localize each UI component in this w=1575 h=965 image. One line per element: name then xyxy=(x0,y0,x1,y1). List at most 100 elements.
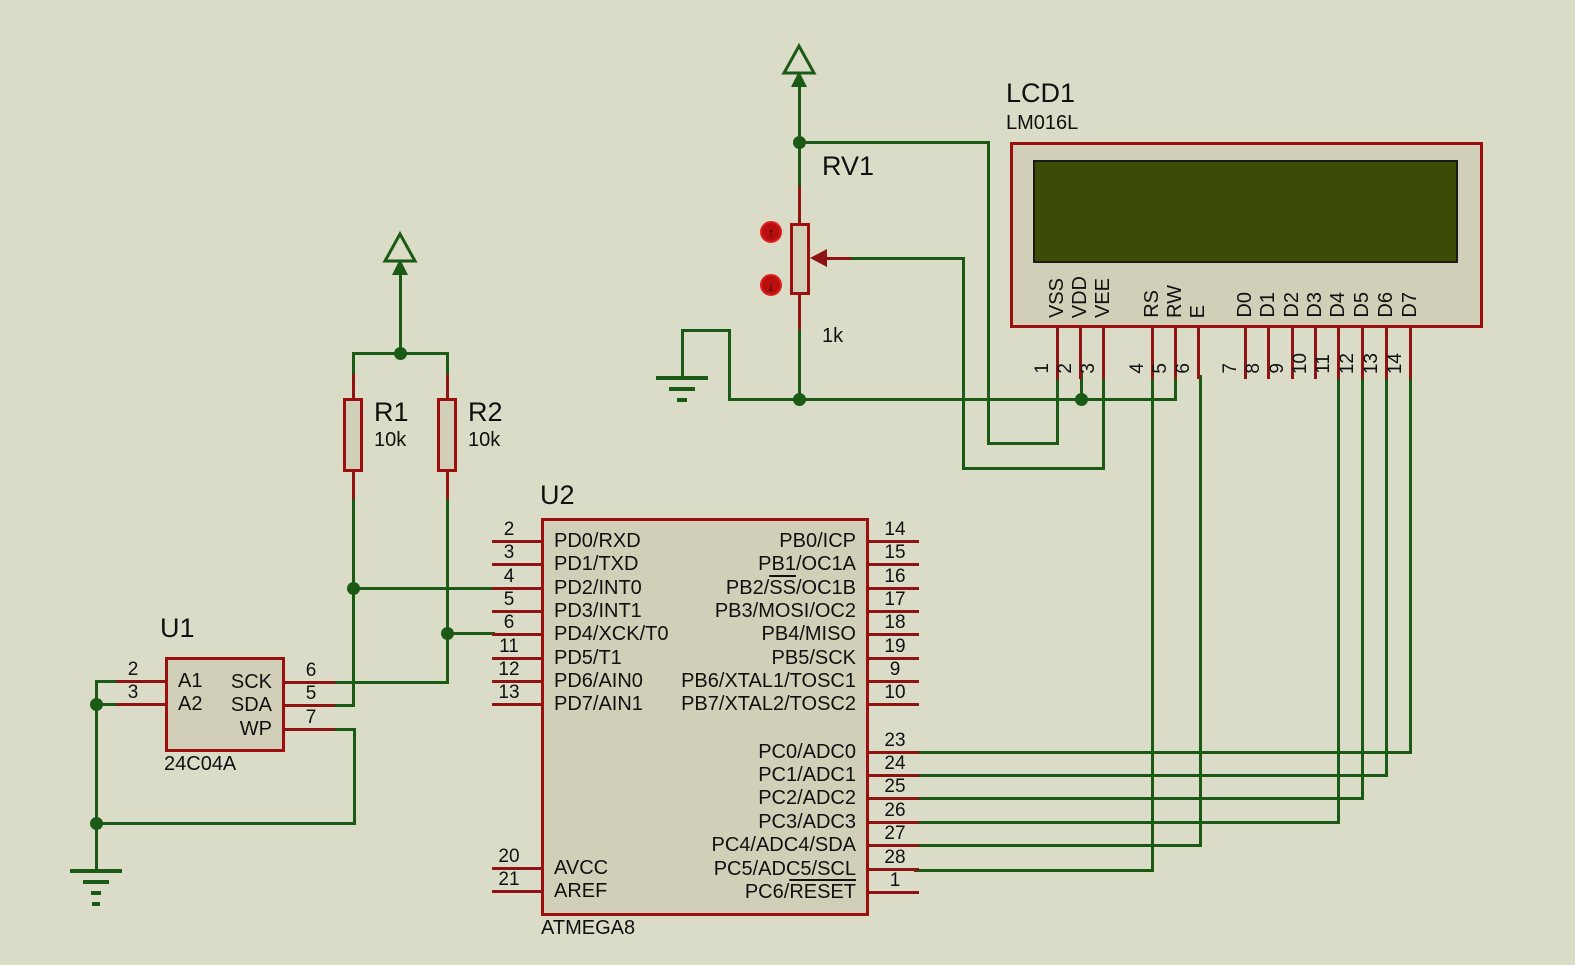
pin-number: 2 xyxy=(1055,363,1076,374)
pin-stub xyxy=(1244,327,1247,379)
wire-segment xyxy=(353,728,356,825)
wire-segment xyxy=(332,681,449,684)
wire-segment xyxy=(728,329,731,401)
pin-number: 19 xyxy=(884,636,906,657)
wire-segment xyxy=(1102,375,1105,470)
vcc-power-icon xyxy=(781,42,817,89)
pin-number: 13 xyxy=(1361,352,1382,374)
pin-name: VEE xyxy=(1092,277,1114,318)
pin-stub xyxy=(868,891,919,894)
pin-name: PC0/ADC0 xyxy=(758,741,856,763)
pin-number: 9 xyxy=(1267,363,1288,374)
pin-name: PB0/ICP xyxy=(779,530,856,552)
pin-name: SCK xyxy=(230,671,272,693)
u2-mcu-body xyxy=(541,518,869,916)
pin-stub xyxy=(1174,327,1177,379)
pin-stub xyxy=(868,774,919,777)
pin-number: 6 xyxy=(503,612,515,633)
pin-stub xyxy=(284,704,335,707)
pin-name: E xyxy=(1187,304,1209,318)
wire-segment xyxy=(987,442,1059,445)
wire-segment xyxy=(681,329,684,379)
pin-stub xyxy=(492,890,543,893)
pin-name: PD1/TXD xyxy=(554,553,639,575)
pin-stub xyxy=(492,563,543,566)
pot-increase-button[interactable]: ↑ xyxy=(760,221,782,243)
pin-name: PB7/XTAL2/TOSC2 xyxy=(681,693,856,715)
pin-stub xyxy=(284,681,335,684)
pin-number: 26 xyxy=(884,800,906,821)
pin-number: 10 xyxy=(884,682,906,703)
u1-reference: U1 xyxy=(160,613,195,643)
pin-stub xyxy=(868,821,919,824)
pin-name: PC4/ADC4/SDA xyxy=(711,834,857,856)
pin-name: SDA xyxy=(230,694,272,716)
pin-number: 24 xyxy=(884,753,906,774)
pin-stub xyxy=(492,587,543,590)
pin-stub xyxy=(1385,327,1388,379)
pin-stub xyxy=(1197,327,1200,379)
r2-value: 10k xyxy=(468,429,501,451)
junction-dot xyxy=(793,393,806,406)
pin-stub xyxy=(116,703,167,706)
pin-name: D7 xyxy=(1399,292,1421,318)
u2-value: ATMEGA8 xyxy=(541,917,636,939)
junction-dot xyxy=(441,627,454,640)
pot-decrease-button[interactable]: ↓ xyxy=(760,274,782,296)
wire-segment xyxy=(1080,372,1083,401)
pin-stub xyxy=(1151,327,1154,379)
ground-icon xyxy=(70,869,122,873)
wire-segment xyxy=(95,703,119,706)
pin-number: 21 xyxy=(498,869,520,890)
wire-segment xyxy=(987,141,990,445)
pin-number: 23 xyxy=(884,730,906,751)
wire-segment xyxy=(1361,375,1364,800)
rv1-pot-body xyxy=(790,223,810,295)
wire-segment xyxy=(914,821,1340,824)
pin-stub xyxy=(868,587,919,590)
r2-resistor-body xyxy=(437,398,457,472)
pin-name: PD5/T1 xyxy=(554,647,622,669)
r1-resistor-body xyxy=(343,398,363,472)
junction-dot xyxy=(793,136,806,149)
pin-name: WP xyxy=(239,718,272,740)
pin-stub xyxy=(1056,327,1059,379)
pin-number: 25 xyxy=(884,776,906,797)
wiper-arrow-icon xyxy=(810,249,827,267)
pin-name: PB1/OC1A xyxy=(758,553,856,575)
junction-dot xyxy=(90,817,103,830)
ground-icon xyxy=(92,902,100,906)
pin-name: A2 xyxy=(178,693,203,715)
pin-number: 20 xyxy=(498,846,520,867)
pin-stub xyxy=(868,797,919,800)
pin-stub xyxy=(446,374,449,400)
pin-number: 3 xyxy=(503,542,515,563)
lcd1-display-screen xyxy=(1033,160,1458,263)
pin-number: 7 xyxy=(1220,363,1241,374)
pin-name: D2 xyxy=(1281,292,1303,318)
pin-stub xyxy=(1337,327,1340,379)
pin-stub xyxy=(1291,327,1294,379)
lcd1-reference: LCD1 xyxy=(1006,78,1076,108)
wire-segment xyxy=(332,704,355,707)
pin-name: D0 xyxy=(1234,292,1256,318)
wire-segment xyxy=(914,797,1364,800)
pin-stub xyxy=(1267,327,1270,379)
r2-reference: R2 xyxy=(468,397,503,427)
lcd1-value: LM016L xyxy=(1006,112,1079,134)
ground-icon xyxy=(677,398,687,402)
pin-stub xyxy=(492,867,543,870)
pin-stub xyxy=(492,680,543,683)
pin-stub xyxy=(868,657,919,660)
pin-name: PC1/ADC1 xyxy=(758,764,856,786)
vcc-power-icon xyxy=(382,230,418,277)
wire-segment xyxy=(1337,375,1340,824)
pin-stub xyxy=(868,563,919,566)
ground-icon xyxy=(656,376,708,380)
pin-name: D1 xyxy=(1257,292,1279,318)
pin-name: PD0/RXD xyxy=(554,530,641,552)
pin-stub xyxy=(868,540,919,543)
junction-dot xyxy=(1075,393,1088,406)
pin-name: A1 xyxy=(178,670,203,692)
